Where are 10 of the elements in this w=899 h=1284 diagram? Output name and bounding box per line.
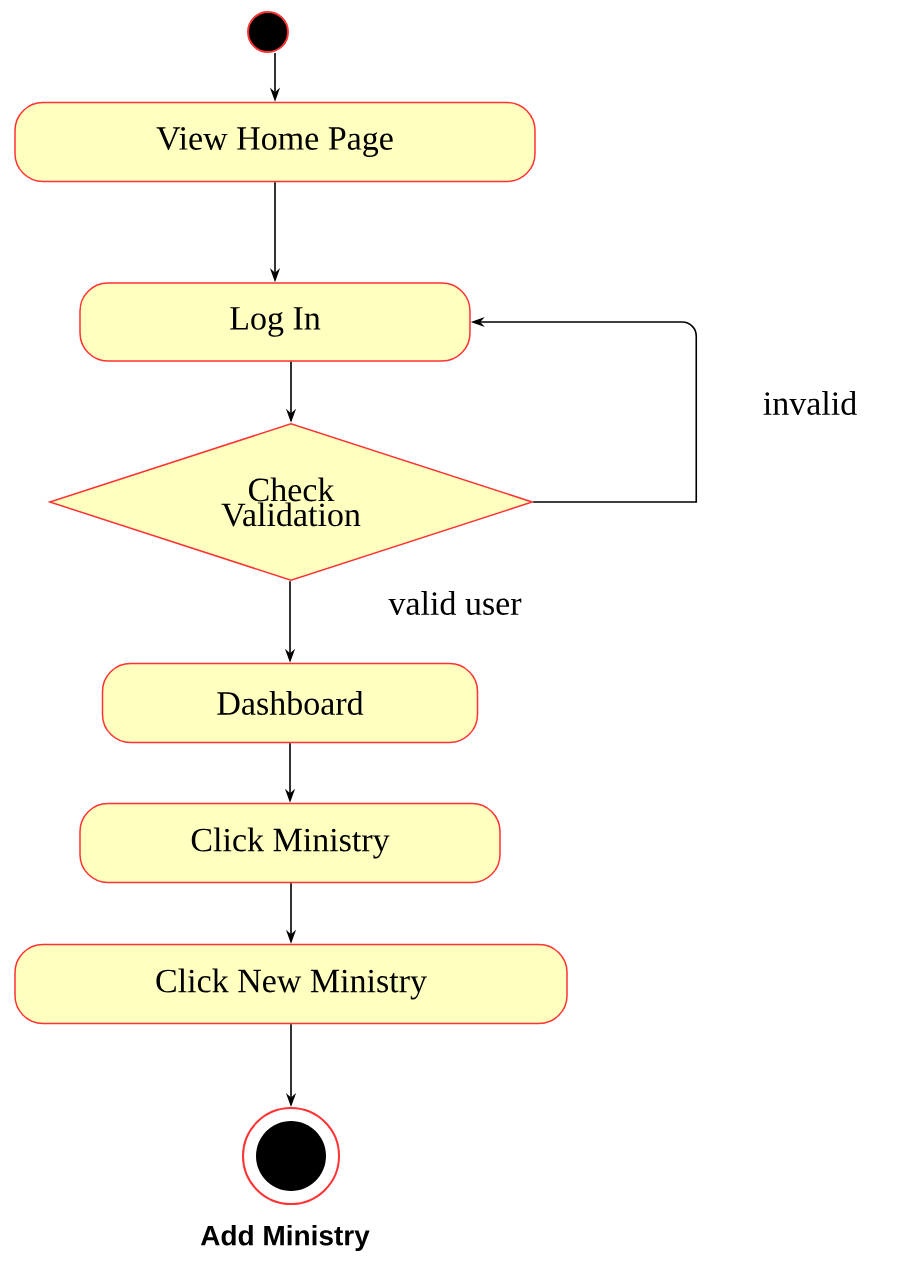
end-node bbox=[242, 1107, 340, 1205]
edge-label: invalid bbox=[760, 389, 860, 417]
activity-box: Click Ministry bbox=[79, 802, 501, 884]
edge-label: valid user bbox=[386, 589, 524, 617]
activity-box: Dashboard bbox=[101, 662, 479, 744]
activity-box: Log In bbox=[79, 282, 471, 362]
diagram-title: Add Ministry bbox=[200, 1225, 370, 1252]
start-node bbox=[247, 11, 289, 53]
activity-box: View Home Page bbox=[14, 101, 536, 183]
activity-box: Click New Ministry bbox=[14, 943, 568, 1025]
